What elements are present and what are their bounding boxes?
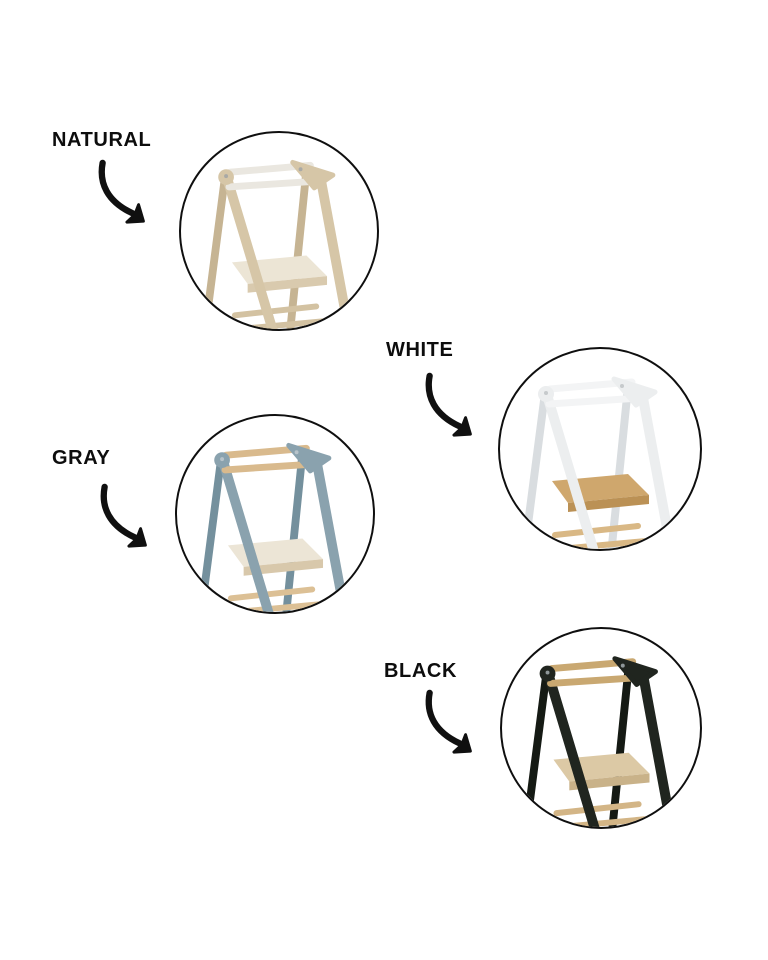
variant-label-natural: NATURAL [52,129,152,151]
product-photo-natural [179,131,379,331]
tower-illustration-black [522,656,677,827]
product-photo-black [500,627,702,829]
tower-illustration-white [520,376,676,549]
curved-arrow-icon [425,372,472,437]
variant-label-white: WHITE [386,339,454,361]
product-photo-white [498,347,702,551]
tower-illustration-gray [197,442,350,612]
variant-label-gray: GRAY [52,447,111,469]
product-photo-gray [175,414,375,614]
curved-arrow-icon [425,689,472,754]
curved-arrow-icon [100,483,147,548]
variant-label-black: BLACK [384,660,457,682]
tower-illustration-natural [201,159,354,329]
curved-arrow-icon [98,159,145,224]
